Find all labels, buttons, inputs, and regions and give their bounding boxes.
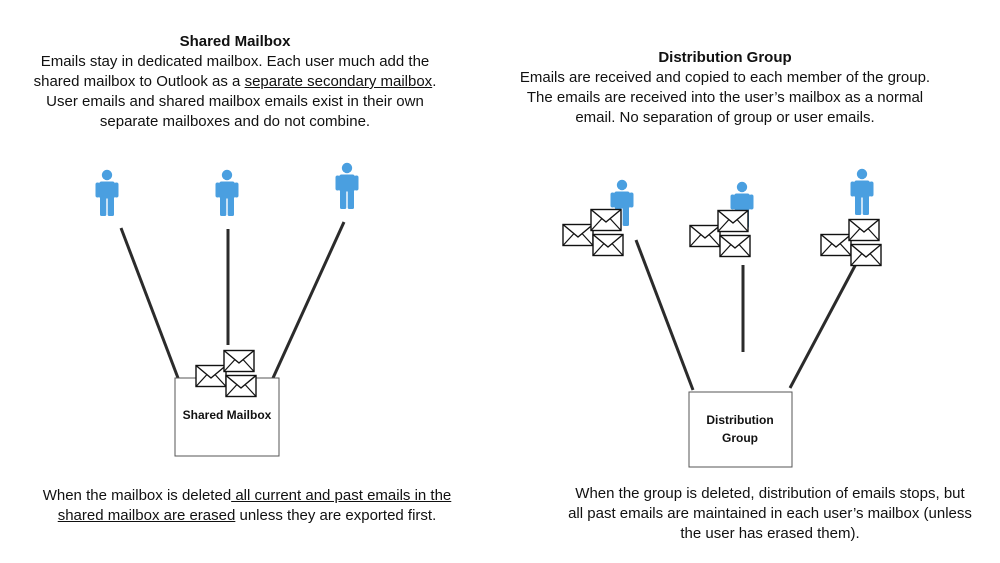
envelope-icon [821, 220, 881, 266]
connector-line [634, 239, 695, 391]
distribution-box-label-2: Group [722, 431, 758, 445]
shared-users [95, 162, 359, 216]
shared-mailbox-footer: When the mailbox is deleted all current … [0, 486, 494, 526]
shared-desc-line-1: Emails stay in dedicated mailbox. Each u… [40, 53, 430, 70]
shared-mailbox-box-label: Shared Mailbox [183, 408, 272, 422]
user-icon [850, 168, 874, 215]
envelope-icon [690, 211, 750, 257]
distribution-group-description: Distribution Group Emails are received a… [490, 48, 960, 128]
distribution-footer-line-2: all past emails are maintained in each u… [568, 505, 972, 522]
user-icon [215, 169, 239, 216]
distribution-connection-lines [634, 239, 859, 391]
connector-line [271, 221, 346, 379]
user-icon [335, 162, 359, 209]
shared-mailbox-heading: Shared Mailbox [179, 33, 291, 50]
shared-footer-underlined-2: shared mailbox are erased [57, 507, 236, 524]
shared-footer-line-1: When the mailbox is deleted all current … [0, 486, 494, 506]
distribution-group-box [688, 391, 793, 468]
user-icon [95, 169, 119, 216]
distribution-footer-line-1: When the group is deleted, distribution … [575, 485, 965, 502]
shared-desc-line-2: shared mailbox to Outlook as a separate … [0, 72, 470, 92]
connector-line [788, 261, 859, 389]
distribution-footer-line-3: the user has erased them). [680, 525, 860, 542]
distribution-group-heading: Distribution Group [658, 49, 792, 66]
envelope-icon [563, 210, 623, 256]
shared-mailbox-description: Shared Mailbox Emails stay in dedicated … [0, 32, 470, 132]
shared-footer-line-1-text: When the mailbox is deleted [42, 487, 232, 504]
distribution-group-footer: When the group is deleted, distribution … [540, 484, 1000, 544]
shared-footer-line-2: shared mailbox are erased unless they ar… [0, 506, 494, 526]
shared-desc-line-2-end: . [432, 73, 437, 90]
separate-secondary-mailbox-text: separate secondary mailbox [244, 73, 433, 90]
distribution-desc-line-2: The emails are received into the user’s … [526, 89, 924, 106]
shared-footer-line-2-text: unless they are exported first. [235, 507, 437, 524]
shared-connection-lines [119, 221, 346, 379]
connector-line [119, 227, 180, 379]
shared-desc-line-4: separate mailboxes and do not combine. [99, 113, 371, 130]
distribution-box-label-1: Distribution [706, 413, 773, 427]
shared-footer-underlined-1: all current and past emails in the [231, 487, 452, 504]
shared-desc-line-2-text: shared mailbox to Outlook as a [33, 73, 245, 90]
distribution-desc-line-1: Emails are received and copied to each m… [519, 69, 931, 86]
shared-desc-line-3: User emails and shared mailbox emails ex… [46, 93, 424, 110]
distribution-desc-line-3: email. No separation of group or user em… [575, 109, 875, 126]
